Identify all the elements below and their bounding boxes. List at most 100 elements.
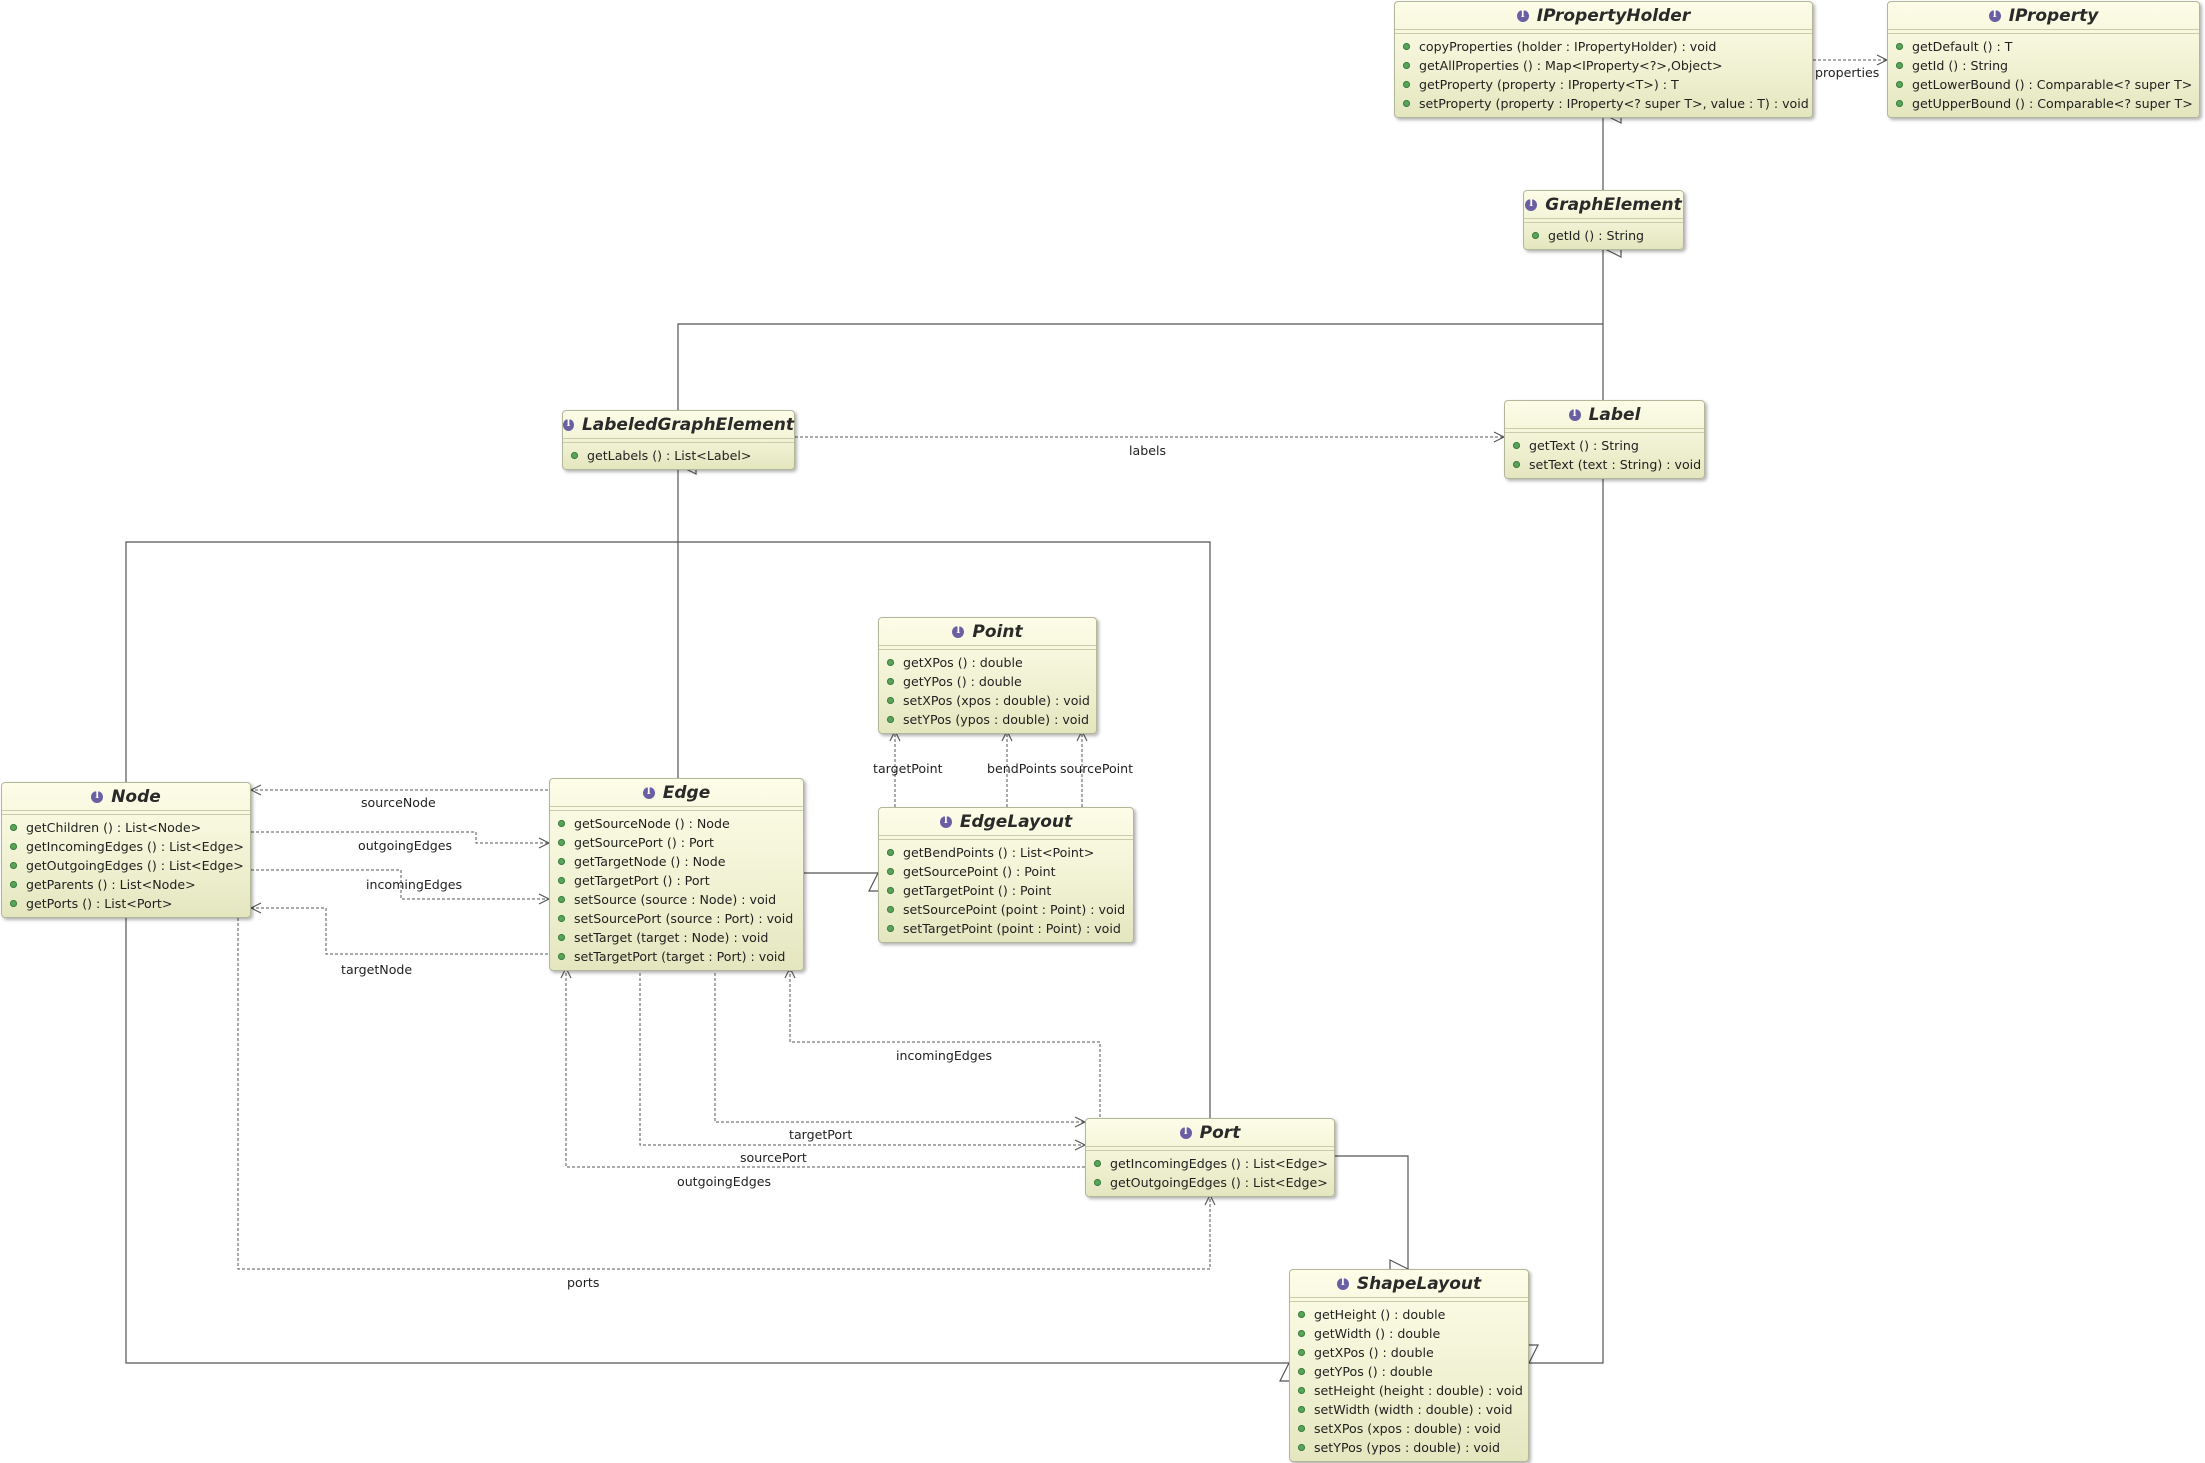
interface-icon: I <box>642 786 655 799</box>
method-item: setTargetPoint (point : Point) : void <box>879 919 1133 938</box>
interface-name: EdgeLayout <box>959 811 1073 832</box>
method-list: getXPos () : double getYPos () : double … <box>879 650 1096 733</box>
generalization-label-shapelayout <box>1529 476 1604 1363</box>
public-method-icon <box>558 858 565 865</box>
interface-icon: I <box>1336 1277 1349 1290</box>
method-signature: getProperty (property : IProperty<T>) : … <box>1419 77 1679 92</box>
generalization-labeledgraphelement-graphelement <box>677 323 1603 410</box>
method-item: getOutgoingEdges () : List<Edge> <box>1086 1173 1334 1192</box>
method-signature: getYPos () : double <box>1314 1364 1433 1379</box>
method-signature: getSourceNode () : Node <box>574 816 730 831</box>
interface-name: Edge <box>662 782 711 803</box>
interface-header: I Point <box>879 618 1096 646</box>
interface-node[interactable]: I Node getChildren () : List<Node> getIn… <box>1 782 251 918</box>
assoc-label-targetpoint: targetPoint <box>873 761 943 776</box>
method-list: getSourceNode () : Node getSourcePort ()… <box>550 811 803 970</box>
method-list: getId () : String <box>1524 223 1683 249</box>
association-ports <box>237 913 1210 1270</box>
public-method-icon <box>558 934 565 941</box>
method-list: getBendPoints () : List<Point> getSource… <box>879 840 1133 942</box>
interface-icon: I <box>1525 198 1538 211</box>
assoc-label-node-incomingedges: incomingEdges <box>366 877 463 892</box>
interface-edgelayout[interactable]: I EdgeLayout getBendPoints () : List<Poi… <box>878 807 1134 943</box>
method-signature: setTargetPort (target : Port) : void <box>574 949 786 964</box>
assoc-label-sourcepoint: sourcePoint <box>1060 761 1134 776</box>
interface-icon: I <box>1568 408 1581 421</box>
method-item: getTargetPoint () : Point <box>879 881 1133 900</box>
attribute-compartment <box>563 439 794 443</box>
method-item: getId () : String <box>1524 226 1683 245</box>
public-method-icon <box>1298 1349 1305 1356</box>
attribute-compartment <box>2 811 250 815</box>
interface-name: ShapeLayout <box>1356 1273 1482 1294</box>
public-method-icon <box>1896 43 1903 50</box>
attribute-compartment <box>1888 30 2199 34</box>
interface-name: Node <box>111 786 161 807</box>
method-signature: getXPos () : double <box>1314 1345 1434 1360</box>
assoc-label-port-incomingedges: incomingEdges <box>896 1048 993 1063</box>
public-method-icon <box>887 925 894 932</box>
public-method-icon <box>1094 1179 1101 1186</box>
method-list: getDefault () : T getId () : String getL… <box>1888 34 2199 117</box>
method-item: getXPos () : double <box>1290 1343 1528 1362</box>
method-signature: getLowerBound () : Comparable<? super T> <box>1912 77 2193 92</box>
public-method-icon <box>887 849 894 856</box>
association-targetport <box>714 968 1085 1122</box>
interface-header: I GraphElement <box>1524 191 1683 219</box>
generalization-port-labeledgraphelement <box>678 541 1211 1118</box>
method-item: getDefault () : T <box>1888 37 2199 56</box>
method-signature: getSourcePort () : Port <box>574 835 714 850</box>
interface-edge[interactable]: I Edge getSourceNode () : Node getSource… <box>549 778 804 971</box>
method-signature: setXPos (xpos : double) : void <box>903 693 1090 708</box>
method-signature: setTarget (target : Node) : void <box>574 930 769 945</box>
method-signature: getSourcePoint () : Point <box>903 864 1056 879</box>
interface-ipropertyholder[interactable]: I IPropertyHolder copyProperties (holder… <box>1394 1 1813 118</box>
attribute-compartment <box>879 646 1096 650</box>
method-signature: setText (text : String) : void <box>1529 457 1702 472</box>
interface-label[interactable]: I Label getText () : String setText (tex… <box>1504 400 1705 479</box>
method-signature: getOutgoingEdges () : List<Edge> <box>1110 1175 1328 1190</box>
interface-header: I LabeledGraphElement <box>563 411 794 439</box>
interface-header: I Label <box>1505 401 1704 429</box>
interface-name: IPropertyHolder <box>1536 5 1691 26</box>
attribute-compartment <box>879 836 1133 840</box>
public-method-icon <box>571 452 578 459</box>
method-signature: getUpperBound () : Comparable<? super T> <box>1912 96 2193 111</box>
interface-port[interactable]: I Port getIncomingEdges () : List<Edge> … <box>1085 1118 1335 1197</box>
assoc-label-targetport: targetPort <box>789 1127 853 1142</box>
interface-labeledgraphelement[interactable]: I LabeledGraphElement getLabels () : Lis… <box>562 410 795 470</box>
interface-name: GraphElement <box>1545 194 1682 215</box>
attribute-compartment <box>1395 30 1812 34</box>
method-item: getSourcePoint () : Point <box>879 862 1133 881</box>
interface-point[interactable]: I Point getXPos () : double getYPos () :… <box>878 617 1097 734</box>
interface-icon: I <box>91 790 104 803</box>
public-method-icon <box>558 915 565 922</box>
interface-graphelement[interactable]: I GraphElement getId () : String <box>1523 190 1684 250</box>
interface-header: I Port <box>1086 1119 1334 1147</box>
method-signature: getHeight () : double <box>1314 1307 1446 1322</box>
attribute-compartment <box>1505 429 1704 433</box>
public-method-icon <box>10 824 17 831</box>
interface-name: Point <box>972 621 1023 642</box>
method-signature: getIncomingEdges () : List<Edge> <box>1110 1156 1328 1171</box>
public-method-icon <box>10 881 17 888</box>
method-signature: setYPos (ypos : double) : void <box>903 712 1089 727</box>
public-method-icon <box>887 678 894 685</box>
public-method-icon <box>1896 81 1903 88</box>
interface-header: I IProperty <box>1888 2 2199 30</box>
method-item: getChildren () : List<Node> <box>2 818 250 837</box>
method-list: copyProperties (holder : IPropertyHolder… <box>1395 34 1812 117</box>
method-signature: getLabels () : List<Label> <box>587 448 752 463</box>
method-item: getPorts () : List<Port> <box>2 894 250 913</box>
interface-name: Label <box>1588 404 1641 425</box>
method-signature: getTargetNode () : Node <box>574 854 726 869</box>
public-method-icon <box>10 843 17 850</box>
method-item: getIncomingEdges () : List<Edge> <box>1086 1154 1334 1173</box>
method-item: setXPos (xpos : double) : void <box>879 691 1096 710</box>
interface-iproperty[interactable]: I IProperty getDefault () : T getId () :… <box>1887 1 2200 118</box>
method-item: getLowerBound () : Comparable<? super T> <box>1888 75 2199 94</box>
interface-shapelayout[interactable]: I ShapeLayout getHeight () : double getW… <box>1289 1269 1529 1462</box>
public-method-icon <box>1298 1311 1305 1318</box>
method-signature: setSourcePort (source : Port) : void <box>574 911 794 926</box>
